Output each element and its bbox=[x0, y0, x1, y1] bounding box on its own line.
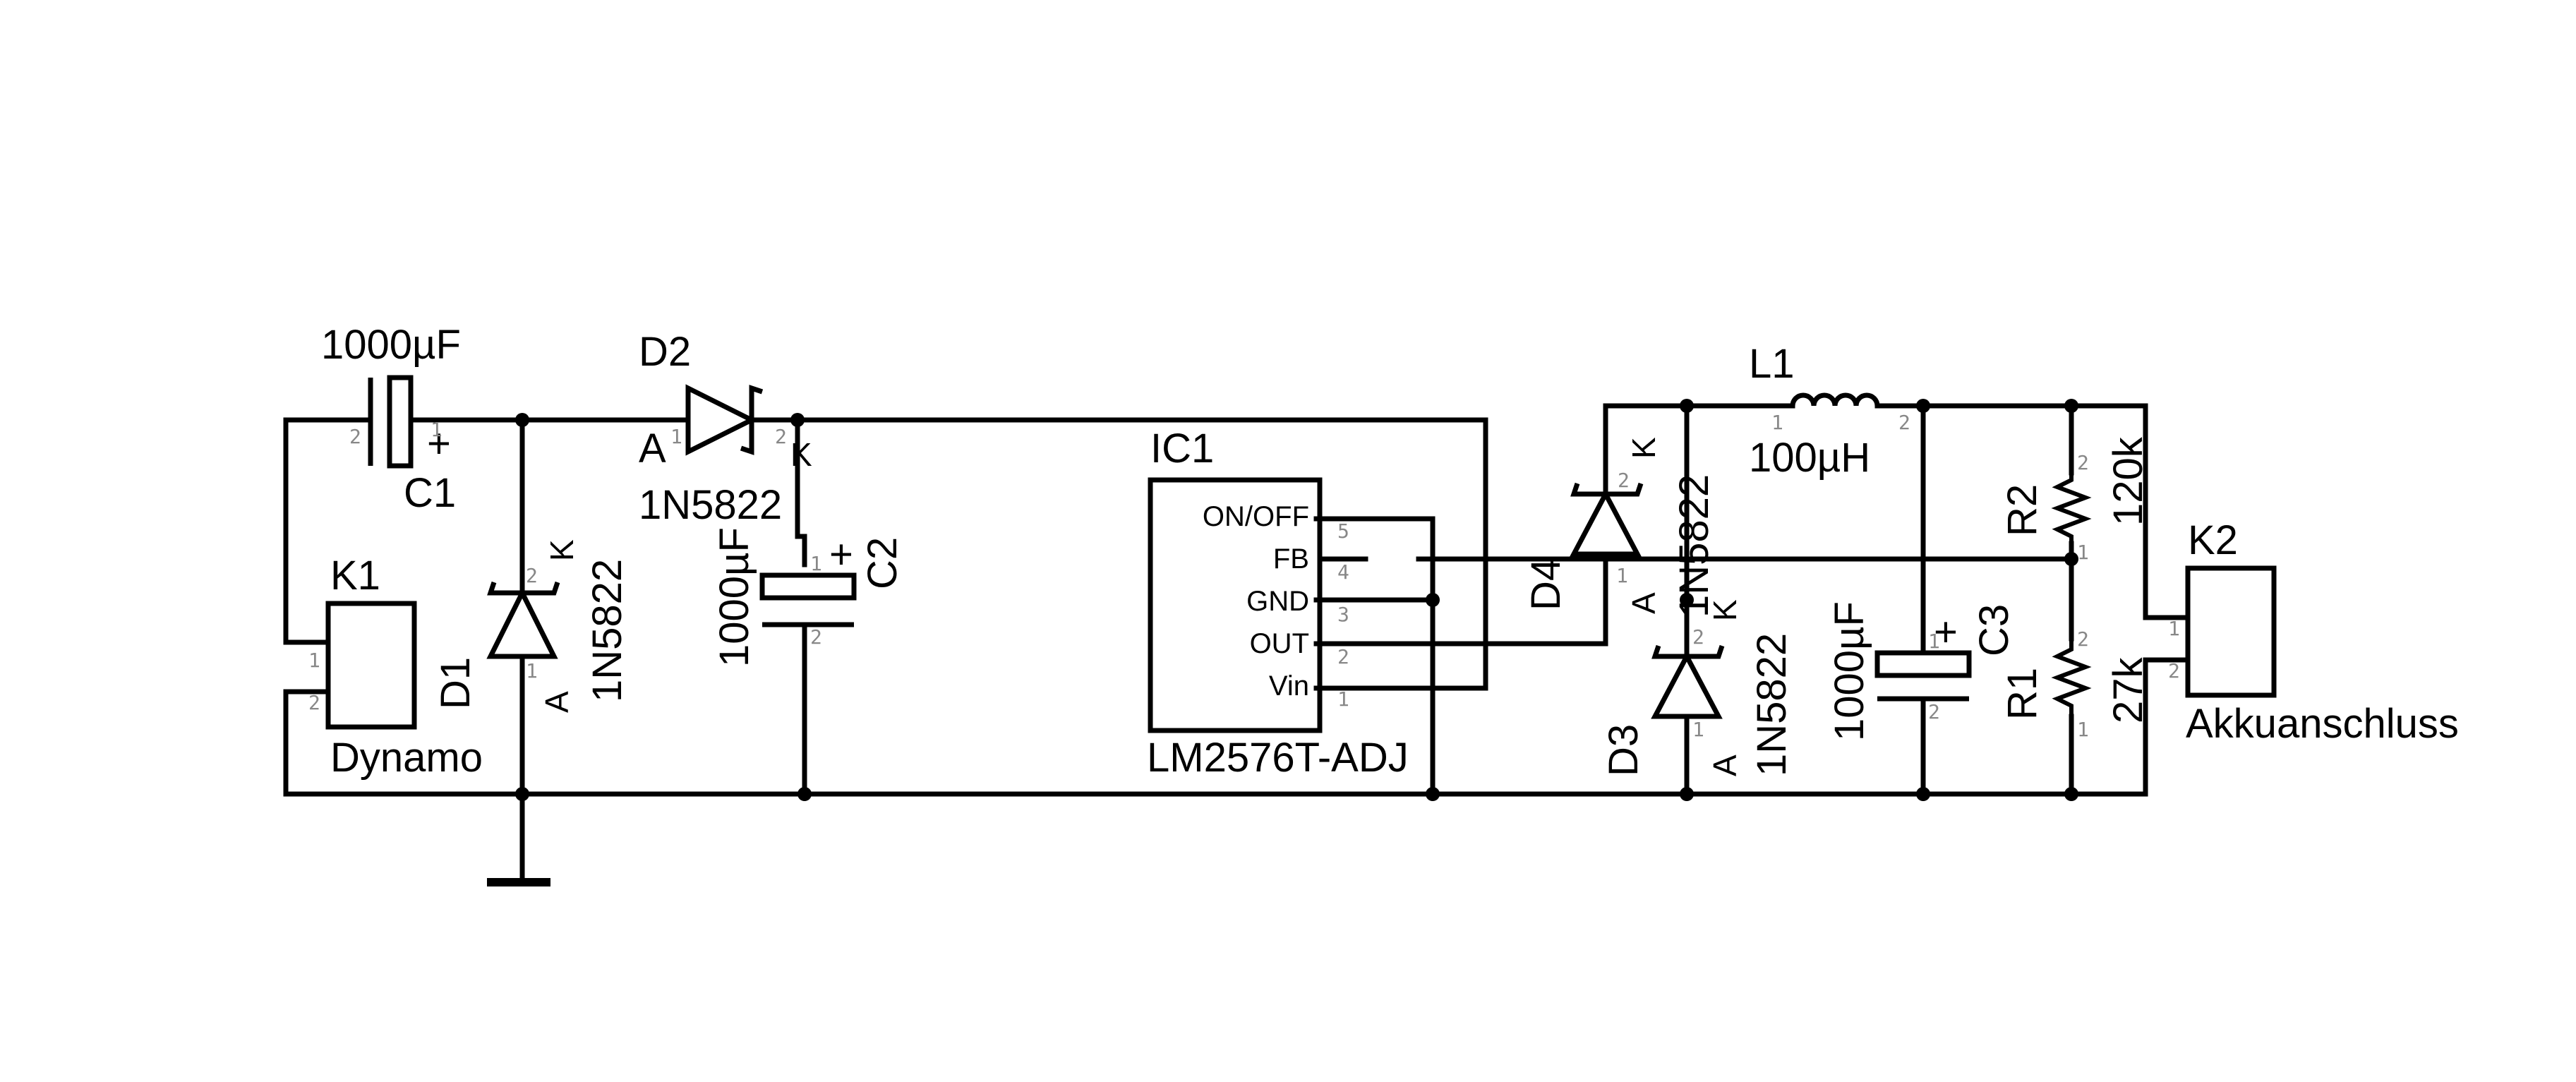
c3-value: 1000µF bbox=[1826, 601, 1872, 741]
d1-value: 1N5822 bbox=[584, 559, 630, 702]
ic1-pin-name-out: OUT bbox=[1250, 628, 1309, 659]
ic-ic1: IC1 LM2576T-ADJ ON/OFF FB GND OUT Vin 5 … bbox=[1147, 426, 1409, 781]
k2-pin1: 1 bbox=[2168, 617, 2180, 640]
c2-plus: + bbox=[829, 531, 853, 577]
r1-pin2: 2 bbox=[2077, 627, 2089, 651]
ic1-pin-num-5: 5 bbox=[1337, 519, 1349, 543]
d2-value: 1N5822 bbox=[639, 482, 782, 528]
d3-pin1: 1 bbox=[1692, 718, 1704, 741]
diode-d3: 2 1 K A D3 1N5822 bbox=[1601, 599, 1795, 776]
ic1-pin-num-1: 1 bbox=[1337, 687, 1349, 711]
ic1-ref: IC1 bbox=[1150, 426, 1214, 471]
c3-pin1: 1 bbox=[1928, 630, 1940, 653]
c2-value: 1000µF bbox=[711, 527, 757, 667]
d1-anode: A bbox=[538, 691, 575, 713]
wires bbox=[283, 403, 2191, 886]
connector-k2: K2 Akkuanschluss 1 2 bbox=[2168, 517, 2459, 747]
junctions bbox=[515, 399, 2078, 801]
ic1-pin-num-3: 3 bbox=[1337, 603, 1349, 626]
r1-value: 27k bbox=[2105, 656, 2151, 723]
d4-anode: A bbox=[1625, 592, 1662, 614]
d4-cathode: K bbox=[1625, 437, 1662, 459]
k2-ref: K2 bbox=[2188, 517, 2238, 563]
d2-anode: A bbox=[639, 426, 666, 471]
c3-pin2: 2 bbox=[1928, 700, 1940, 723]
r2-pin2: 2 bbox=[2077, 451, 2089, 474]
ic1-pin-name-onoff: ON/OFF bbox=[1203, 501, 1309, 532]
ic1-pin-name-gnd: GND bbox=[1246, 586, 1309, 617]
diode-d1: 2 1 K A 1N5822 D1 bbox=[433, 539, 630, 713]
l1-ref: L1 bbox=[1749, 341, 1795, 387]
d2-cathode: K bbox=[790, 436, 812, 473]
c1-ref: C1 bbox=[404, 470, 456, 516]
r1-pin1: 1 bbox=[2077, 718, 2089, 741]
c1-plus: + bbox=[427, 421, 451, 467]
d1-pin1: 1 bbox=[526, 659, 538, 683]
d3-value: 1N5822 bbox=[1749, 633, 1795, 776]
resistor-r2: 2 1 R2 120k bbox=[1999, 436, 2151, 564]
r1-ref: R1 bbox=[1999, 668, 2045, 720]
c3-plus: + bbox=[1934, 609, 1958, 655]
d3-ref: D3 bbox=[1601, 724, 1647, 776]
c2-pin1: 1 bbox=[810, 552, 822, 575]
ic1-pin-numbers: 5 4 3 2 1 bbox=[1337, 519, 1349, 711]
d4-pin1: 1 bbox=[1616, 564, 1628, 587]
k1-value: Dynamo bbox=[330, 735, 483, 781]
d2-ref: D2 bbox=[639, 329, 691, 375]
c2-ref: C2 bbox=[860, 537, 905, 589]
ic1-value: LM2576T-ADJ bbox=[1147, 735, 1409, 781]
l1-pin2: 2 bbox=[1898, 411, 1910, 434]
capacitor-c1: 1000µF C1 + 2 1 bbox=[321, 322, 461, 516]
d4-value: 1N5822 bbox=[1671, 474, 1717, 618]
l1-pin1: 1 bbox=[1771, 411, 1783, 434]
k1-ref: K1 bbox=[330, 553, 380, 599]
ic1-pin-name-vin: Vin bbox=[1269, 671, 1309, 702]
k1-pin2: 2 bbox=[308, 691, 320, 714]
c1-value: 1000µF bbox=[321, 322, 461, 368]
r2-ref: R2 bbox=[1999, 484, 2045, 536]
d2-pin2: 2 bbox=[775, 425, 787, 448]
ic1-pin-name-fb: FB bbox=[1273, 543, 1309, 575]
d2-pin1: 1 bbox=[670, 425, 682, 448]
capacitor-c3: + 1 2 1000µF C3 bbox=[1826, 601, 2017, 741]
c3-ref: C3 bbox=[1971, 604, 2017, 656]
k1-pin1: 1 bbox=[308, 649, 320, 672]
capacitor-c2: + 1 2 1000µF C2 bbox=[711, 527, 905, 667]
c1-pin1: 1 bbox=[431, 418, 443, 441]
ic1-pin-num-2: 2 bbox=[1337, 645, 1349, 668]
inductor-l1: L1 100µH 1 2 bbox=[1749, 341, 1910, 481]
r2-pin1: 1 bbox=[2077, 541, 2089, 564]
d4-ref: D4 bbox=[1523, 558, 1569, 611]
k2-value: Akkuanschluss bbox=[2186, 701, 2459, 747]
ic1-pin-num-4: 4 bbox=[1337, 560, 1349, 584]
diode-d4: 2 1 K A D4 1N5822 bbox=[1523, 437, 1717, 618]
c2-pin2: 2 bbox=[810, 625, 822, 649]
d3-anode: A bbox=[1707, 755, 1743, 776]
l1-value: 100µH bbox=[1749, 435, 1870, 481]
resistor-r1: 2 1 R1 27k bbox=[1999, 627, 2151, 741]
d1-cathode: K bbox=[543, 539, 580, 561]
d1-ref: D1 bbox=[433, 657, 479, 709]
d3-cathode: K bbox=[1707, 599, 1743, 621]
diode-d2: D2 A K 1N5822 1 2 bbox=[639, 329, 812, 528]
d1-pin2: 2 bbox=[526, 564, 538, 587]
connector-k1: K1 Dynamo 1 2 bbox=[308, 553, 483, 781]
k2-pin2: 2 bbox=[2168, 659, 2180, 683]
r2-value: 120k bbox=[2105, 436, 2151, 526]
d3-pin2: 2 bbox=[1692, 625, 1704, 649]
d4-pin2: 2 bbox=[1618, 469, 1630, 492]
ic1-pin-labels: ON/OFF FB GND OUT Vin bbox=[1203, 501, 1309, 702]
c1-pin2: 2 bbox=[349, 425, 361, 448]
